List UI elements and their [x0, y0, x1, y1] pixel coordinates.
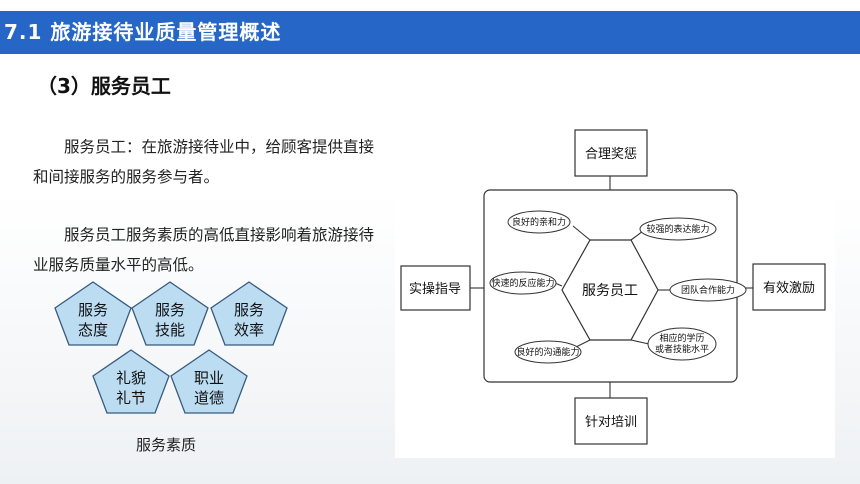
pentagon-ethics: 职业 道德 [170, 349, 248, 414]
pentagon-efficiency-line1: 服务 [234, 301, 264, 319]
center-hexagon: 服务员工 [561, 239, 659, 341]
ability-expression-label: 较强的表达能力 [646, 223, 709, 235]
ability-reaction-label: 快速的反应能力 [491, 277, 554, 289]
ability-teamwork: 团队合作能力 [669, 278, 747, 302]
ability-affinity: 良好的亲和力 [507, 210, 571, 234]
pentagon-ethics-line1: 职业 [194, 369, 224, 387]
pentagon-ethics-line2: 道德 [194, 389, 224, 407]
ability-expression: 较强的表达能力 [639, 217, 717, 241]
definition-paragraph: 服务员工：在旅游接待业中，给顾客提供直接和间接服务的服务参与者。 [33, 138, 375, 186]
link-affinity [572, 225, 591, 241]
center-label: 服务员工 [582, 283, 638, 299]
header-bar: 7.1 旅游接待业质量管理概述 [0, 11, 860, 54]
ability-communication: 良好的沟通能力 [514, 340, 582, 364]
box-motivation-label: 有效激励 [763, 281, 815, 296]
pentagon-skill-line2: 技能 [155, 321, 185, 339]
service-staff-diagram: 合理奖惩 实操指导 有效激励 针对培训 服务员工 良好的亲和力 较强的表达能力 … [395, 118, 835, 458]
quality-caption: 服务素质 [136, 436, 197, 454]
pentagon-skill-line1: 服务 [155, 301, 185, 319]
pentagon-efficiency-line2: 效率 [234, 321, 264, 339]
pentagon-courtesy-line1: 礼貌 [116, 369, 146, 387]
box-rewards-label: 合理奖惩 [585, 147, 637, 162]
service-quality-pentagons: 服务 态度 服务 技能 服务 效率 礼貌 礼节 职业 道德 [54, 281, 288, 414]
ability-reaction: 快速的反应能力 [489, 271, 557, 295]
header-title: 7.1 旅游接待业质量管理概述 [4, 20, 282, 44]
pentagon-attitude: 服务 态度 [54, 281, 132, 346]
ability-affinity-label: 良好的亲和力 [512, 216, 566, 228]
pentagon-courtesy-line2: 礼节 [116, 389, 146, 407]
ability-qualification-line1: 相应的学历 [659, 332, 704, 344]
ability-qualification: 相应的学历 或者技能水平 [647, 327, 717, 361]
ability-communication-label: 良好的沟通能力 [516, 346, 579, 358]
box-guidance: 实操指导 [400, 265, 471, 311]
pentagon-efficiency: 服务 效率 [210, 281, 288, 346]
box-rewards: 合理奖惩 [574, 129, 648, 177]
section-title: （3）服务员工 [37, 74, 171, 98]
pentagon-skill: 服务 技能 [131, 281, 209, 346]
box-training-label: 针对培训 [585, 414, 637, 430]
pentagon-attitude-line1: 服务 [78, 301, 108, 319]
link-qualification [630, 339, 650, 345]
ability-teamwork-label: 团队合作能力 [681, 284, 735, 296]
box-guidance-label: 实操指导 [409, 281, 461, 297]
pentagon-attitude-line2: 态度 [78, 321, 108, 339]
box-training: 针对培训 [574, 397, 648, 445]
box-motivation: 有效激励 [752, 263, 826, 311]
impact-paragraph: 服务员工服务素质的高低直接影响着旅游接待业服务质量水平的高低。 [33, 226, 375, 274]
ability-qualification-line2: 或者技能水平 [655, 343, 709, 355]
pentagon-courtesy: 礼貌 礼节 [92, 349, 170, 414]
